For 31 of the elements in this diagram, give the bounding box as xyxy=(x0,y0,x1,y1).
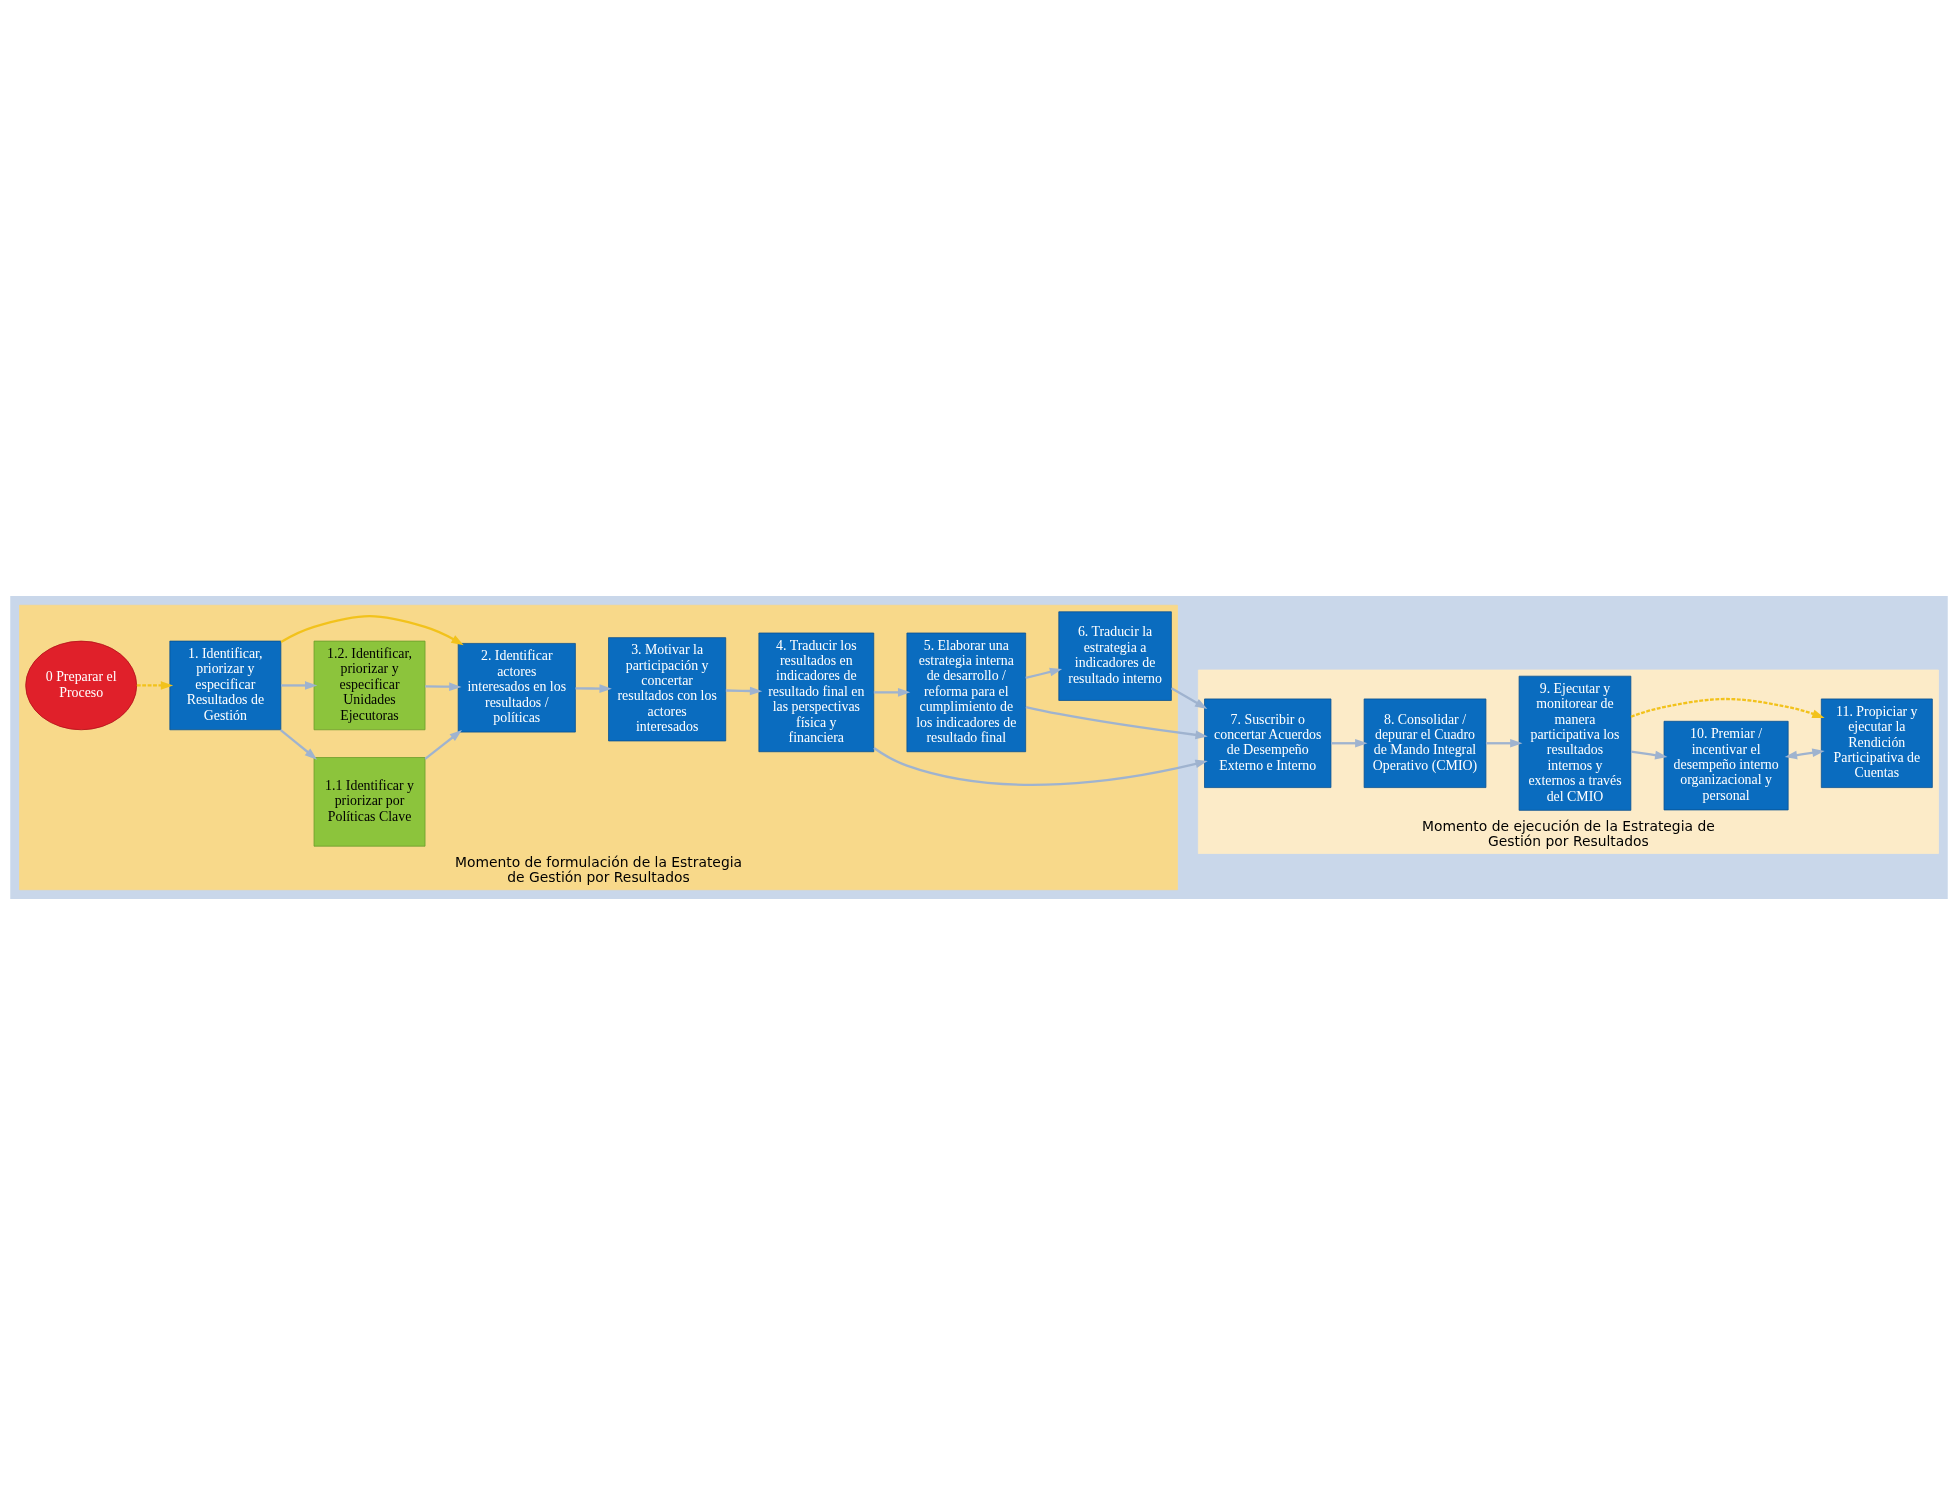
node-box: 2. Identificar actores interesados en los resultados / políticas xyxy=(457,642,576,732)
node-box: 7. Suscribir o concertar Acuerdos de Desempeño Externo e Interno xyxy=(1204,698,1332,788)
arrow xyxy=(136,680,174,690)
node-box: 8. Consolidar / depurar el Cuadro de Mando Integral Operativo (CMIO) xyxy=(1363,698,1487,788)
node-ellipse: 0 Preparar el Proceso xyxy=(25,640,138,730)
node-box: 1. Identificar, priorizar y especificar Resultados de Gestión xyxy=(169,640,282,730)
arrow xyxy=(1025,667,1063,679)
node-box: 6. Traducir la estrategia a indicadores de resultado interno xyxy=(1058,610,1172,701)
node-box: 4. Traducir los resultados en indicadores de resultado final en las perspectivas física y financiera xyxy=(758,632,875,752)
node-box: 11. Propiciar y ejecutar la Rendición Participativa de Cuentas xyxy=(1820,698,1933,788)
arrow xyxy=(1630,697,1825,718)
arrow xyxy=(575,683,612,693)
arrow xyxy=(1170,686,1208,709)
arrow xyxy=(1025,705,1208,739)
arrow xyxy=(1485,738,1523,748)
arrow xyxy=(873,687,911,697)
node-box: 9. Ejecutar y monitorear de manera participativa los resultados internos y externos a través del CMIO xyxy=(1518,675,1632,811)
arrow xyxy=(425,681,462,691)
arrow xyxy=(281,680,318,690)
arrow xyxy=(725,686,763,695)
arrow xyxy=(1630,749,1668,759)
node-box: 1.1 Identificar y priorizar por Políticas Clave xyxy=(313,756,426,847)
node-box: 3. Motivar la participación y concertar resultados con los actores interesados xyxy=(608,636,727,741)
arrow xyxy=(424,729,462,760)
node-box: 1.2. Identificar, priorizar y especificar Unidades Ejecutoras xyxy=(313,640,426,730)
arrow xyxy=(280,614,464,645)
arrow xyxy=(1331,738,1368,748)
arrow xyxy=(279,728,318,760)
arrow xyxy=(873,746,1208,786)
node-box: 5. Elaborar una estrategia interna de desarrollo / reforma para el cumplimiento de los indicadores de resultado final xyxy=(906,632,1027,752)
node-box: 10. Premiar / incentivar el desempeño interno organizacional y personal xyxy=(1663,720,1789,810)
